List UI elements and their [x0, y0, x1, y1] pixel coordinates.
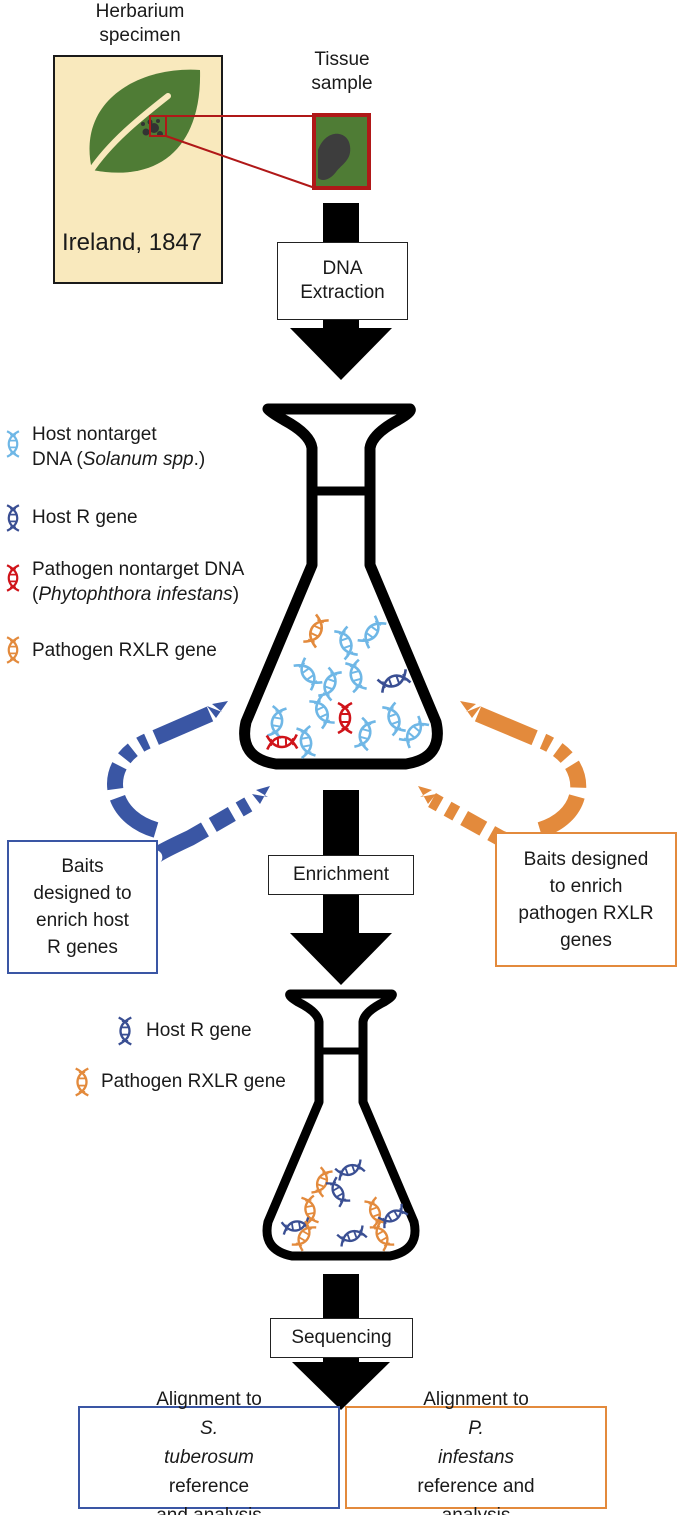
flask-enriched: [262, 989, 420, 1261]
host-alignment-box: Alignment to S. tuberosum reference and …: [78, 1389, 340, 1515]
tissue-title: Tissue sample: [311, 49, 373, 94]
legend-pathogen-nontarget: Pathogen nontarget DNA (Phytophthora inf…: [32, 559, 245, 605]
legend-enriched-host-r: Host R gene: [146, 1020, 252, 1041]
legend-pathogen-rxlr-icon: [5, 636, 21, 664]
legend-host-r-icon: [5, 504, 21, 532]
legend-pathogen-rxlr: Pathogen RXLR gene: [32, 640, 217, 661]
pathogen-alignment-box: Alignment to P. infestans reference and …: [345, 1389, 607, 1515]
specimen-origin: Ireland, 1847: [62, 229, 203, 256]
flask-initial: [239, 403, 443, 770]
legend-enriched-rxlr: Pathogen RXLR gene: [101, 1071, 286, 1092]
legend-host-nontarget: Host nontarget DNA (Solanum spp.): [32, 424, 206, 470]
legend-enriched-host-r-icon: [117, 1016, 133, 1046]
pathogen-bait-box: Baits designed to enrich pathogen RXLR g…: [495, 832, 677, 967]
sequencing-step: Sequencing: [270, 1318, 413, 1358]
extraction-step: DNA Extraction: [277, 242, 408, 320]
legend-host-r: Host R gene: [32, 507, 138, 528]
lesion-icon: [141, 119, 163, 137]
legend-pathogen-nontarget-icon: [5, 564, 21, 592]
specimen-title: Herbarium specimen: [95, 1, 185, 46]
lesion-zoom-box: [149, 115, 167, 137]
enrichment-step: Enrichment: [268, 855, 414, 895]
legend-enriched-rxlr-icon: [74, 1067, 90, 1097]
leaf-icon: [87, 69, 201, 175]
host-bait-box: Baits designed to enrich host R genes: [7, 840, 158, 974]
legend-host-nontarget-icon: [5, 430, 21, 458]
zoom-line-bottom: [165, 135, 316, 189]
tissue-sample: [312, 113, 371, 190]
